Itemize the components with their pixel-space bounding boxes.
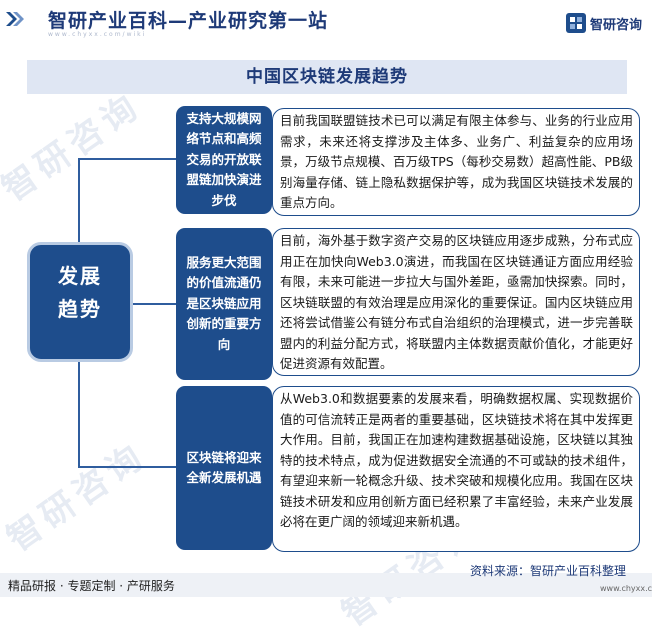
- connector-branch-3: [78, 466, 176, 468]
- branch-content-3: 从Web3.0和数据要素的发展来看，明确数据权属、实现数据价值的可信流转正是两者…: [272, 386, 640, 552]
- double-chevron-icon: [6, 12, 24, 26]
- brand-logo-icon: [566, 13, 586, 33]
- page-title: 中国区块链发展趋势: [246, 67, 408, 87]
- main-label-line1: 发展: [58, 264, 102, 288]
- footer-bar: [0, 573, 652, 597]
- brand-logo-text: 智研咨询: [590, 18, 643, 33]
- header-title: 智研产业百科—产业研究第一站: [48, 10, 329, 32]
- branch-label-1-text: 支持大规模网络节点和高频交易的开放联盟链加快演进步伐: [186, 110, 262, 208]
- title-band: [27, 60, 627, 94]
- main-node-label: 发展 趋势: [27, 260, 133, 326]
- branch-content-1-text: 目前我国联盟链技术已可以满足有限主体参与、业务的行业应用需求，未来还将支撑涉及主…: [280, 113, 633, 210]
- branch-content-3-text: 从Web3.0和数据要素的发展来看，明确数据权属、实现数据价值的可信流转正是两者…: [280, 391, 633, 529]
- footer-tagline: 精品研报 · 专题定制 · 产研服务: [8, 579, 175, 593]
- watermark: 智研咨询: [0, 85, 150, 210]
- branch-content-1: 目前我国联盟链技术已可以满足有限主体参与、业务的行业应用需求，未来还将支撑涉及主…: [272, 108, 640, 216]
- branch-label-2-text: 服务更大范围的价值流通仍是区块链应用创新的重要方向: [186, 254, 262, 352]
- branch-content-2-text: 目前，海外基于数字资产交易的区块链应用逐步成熟，分布式应用正在加快向Web3.0…: [280, 233, 633, 371]
- branch-label-2: 服务更大范围的价值流通仍是区块链应用创新的重要方向: [176, 228, 272, 380]
- footer-url: www.chyxx.com: [600, 584, 652, 593]
- header-bar: [0, 0, 652, 44]
- main-node: [27, 242, 133, 362]
- main-label-line2: 趋势: [58, 297, 102, 321]
- source-note: 资料来源：智研产业百科整理: [470, 564, 627, 578]
- branch-label-1: 支持大规模网络节点和高频交易的开放联盟链加快演进步伐: [176, 106, 272, 214]
- branch-content-2: 目前，海外基于数字资产交易的区块链应用逐步成熟，分布式应用正在加快向Web3.0…: [272, 228, 640, 376]
- branch-label-3: 区块链将迎来全新发展机遇: [176, 386, 272, 550]
- header-subtitle: www.chyxx.com/wiki: [48, 31, 147, 38]
- branch-label-3-text: 区块链将迎来全新发展机遇: [186, 449, 262, 486]
- connector-branch-2: [133, 303, 176, 305]
- connector-branch-1: [78, 158, 176, 160]
